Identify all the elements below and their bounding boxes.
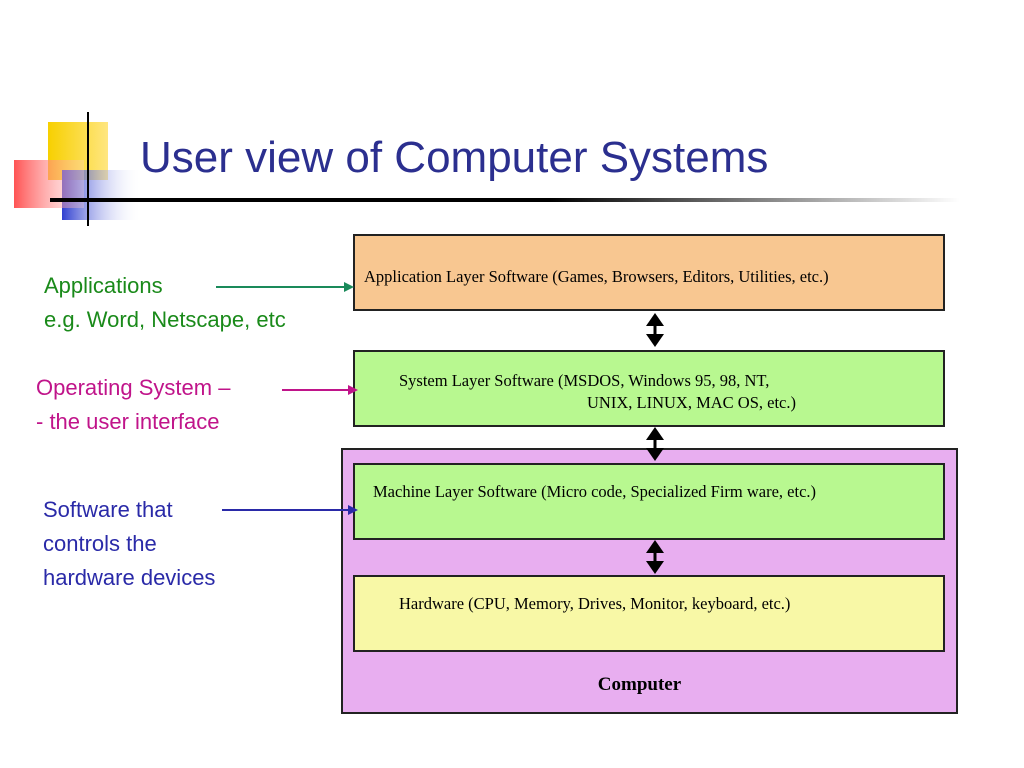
software-hardware-arrow <box>222 505 358 515</box>
application-layer-text: Application Layer Software (Games, Brows… <box>364 267 829 286</box>
operating-system-label: Operating System – - the user interface <box>36 371 230 439</box>
system-layer-text-line2: UNIX, LINUX, MAC OS, etc.) <box>587 393 796 412</box>
app-system-double-arrow <box>646 313 664 347</box>
slide-logo <box>14 112 142 226</box>
hardware-layer-text: Hardware (CPU, Memory, Drives, Monitor, … <box>399 594 791 613</box>
application-layer-box: Application Layer Software (Games, Brows… <box>353 234 945 311</box>
software-hardware-label-line3: hardware devices <box>43 565 216 590</box>
system-layer-text-line1: System Layer Software (MSDOS, Windows 95… <box>399 371 770 390</box>
title-underline <box>50 198 960 202</box>
system-layer-box: System Layer Software (MSDOS, Windows 95… <box>353 350 945 427</box>
applications-label: Applications e.g. Word, Netscape, etc <box>44 269 286 337</box>
machine-layer-text: Machine Layer Software (Micro code, Spec… <box>373 482 817 501</box>
software-hardware-label-line1: Software that <box>43 497 173 522</box>
operating-system-label-line2: - the user interface <box>36 409 220 434</box>
machine-layer-box: Machine Layer Software (Micro code, Spec… <box>353 463 945 540</box>
applications-label-line2: e.g. Word, Netscape, etc <box>44 307 286 332</box>
operating-system-label-line1: Operating System – <box>36 375 231 400</box>
applications-label-line1: Applications <box>44 273 163 298</box>
operating-system-arrow <box>282 385 358 395</box>
software-hardware-label: Software that controls the hardware devi… <box>43 493 215 595</box>
hardware-layer-box: Hardware (CPU, Memory, Drives, Monitor, … <box>353 575 945 652</box>
software-hardware-label-line2: controls the <box>43 531 157 556</box>
slide-title: User view of Computer Systems <box>140 133 769 182</box>
computer-label: Computer <box>597 674 682 695</box>
